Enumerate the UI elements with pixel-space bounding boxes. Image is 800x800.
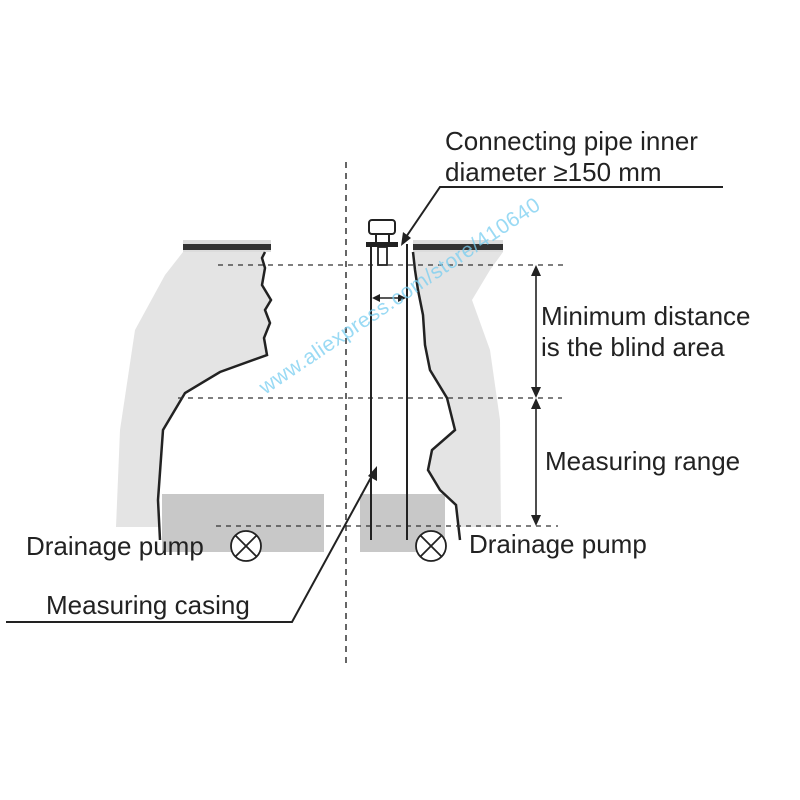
min-distance-label-line1: Minimum distance <box>541 301 751 331</box>
min-distance-label-line2: is the blind area <box>541 332 725 362</box>
blind-area-arrowhead-bottom <box>531 387 541 398</box>
sensor-body <box>368 219 396 235</box>
measuring-range-label: Measuring range <box>545 446 741 476</box>
diameter-arrowhead-left <box>372 294 380 302</box>
left-wall-fill <box>116 252 271 527</box>
right-top-slab-edge <box>413 244 503 250</box>
left-top-slab-edge <box>183 244 271 250</box>
right-wall-outline <box>411 251 462 541</box>
connecting-pipe-label-line2: diameter ≥150 mm <box>445 157 662 187</box>
right-pump-icon <box>415 530 447 562</box>
range-arrowhead-top <box>531 398 541 409</box>
measuring-casing-label: Measuring casing <box>46 590 250 620</box>
left-wall-outline <box>156 251 273 541</box>
connecting-pipe-leader <box>403 186 723 241</box>
connecting-pipe-arrowhead <box>401 232 411 246</box>
drainage-pump-left-label: Drainage pump <box>26 531 204 561</box>
connecting-pipe-label-line1: Connecting pipe inner <box>445 126 698 156</box>
drainage-pump-right-label: Drainage pump <box>469 529 647 559</box>
right-wall-fill <box>413 252 503 527</box>
sensor-probe <box>377 246 388 266</box>
left-pump-icon <box>230 530 262 562</box>
measuring-casing-arrowhead <box>368 466 377 481</box>
sensor-flange <box>366 242 398 247</box>
blind-area-arrowhead-top <box>531 265 541 276</box>
range-arrowhead-bottom <box>531 515 541 526</box>
measuring-casing-leader <box>6 471 375 623</box>
diameter-arrowhead-right <box>398 294 406 302</box>
